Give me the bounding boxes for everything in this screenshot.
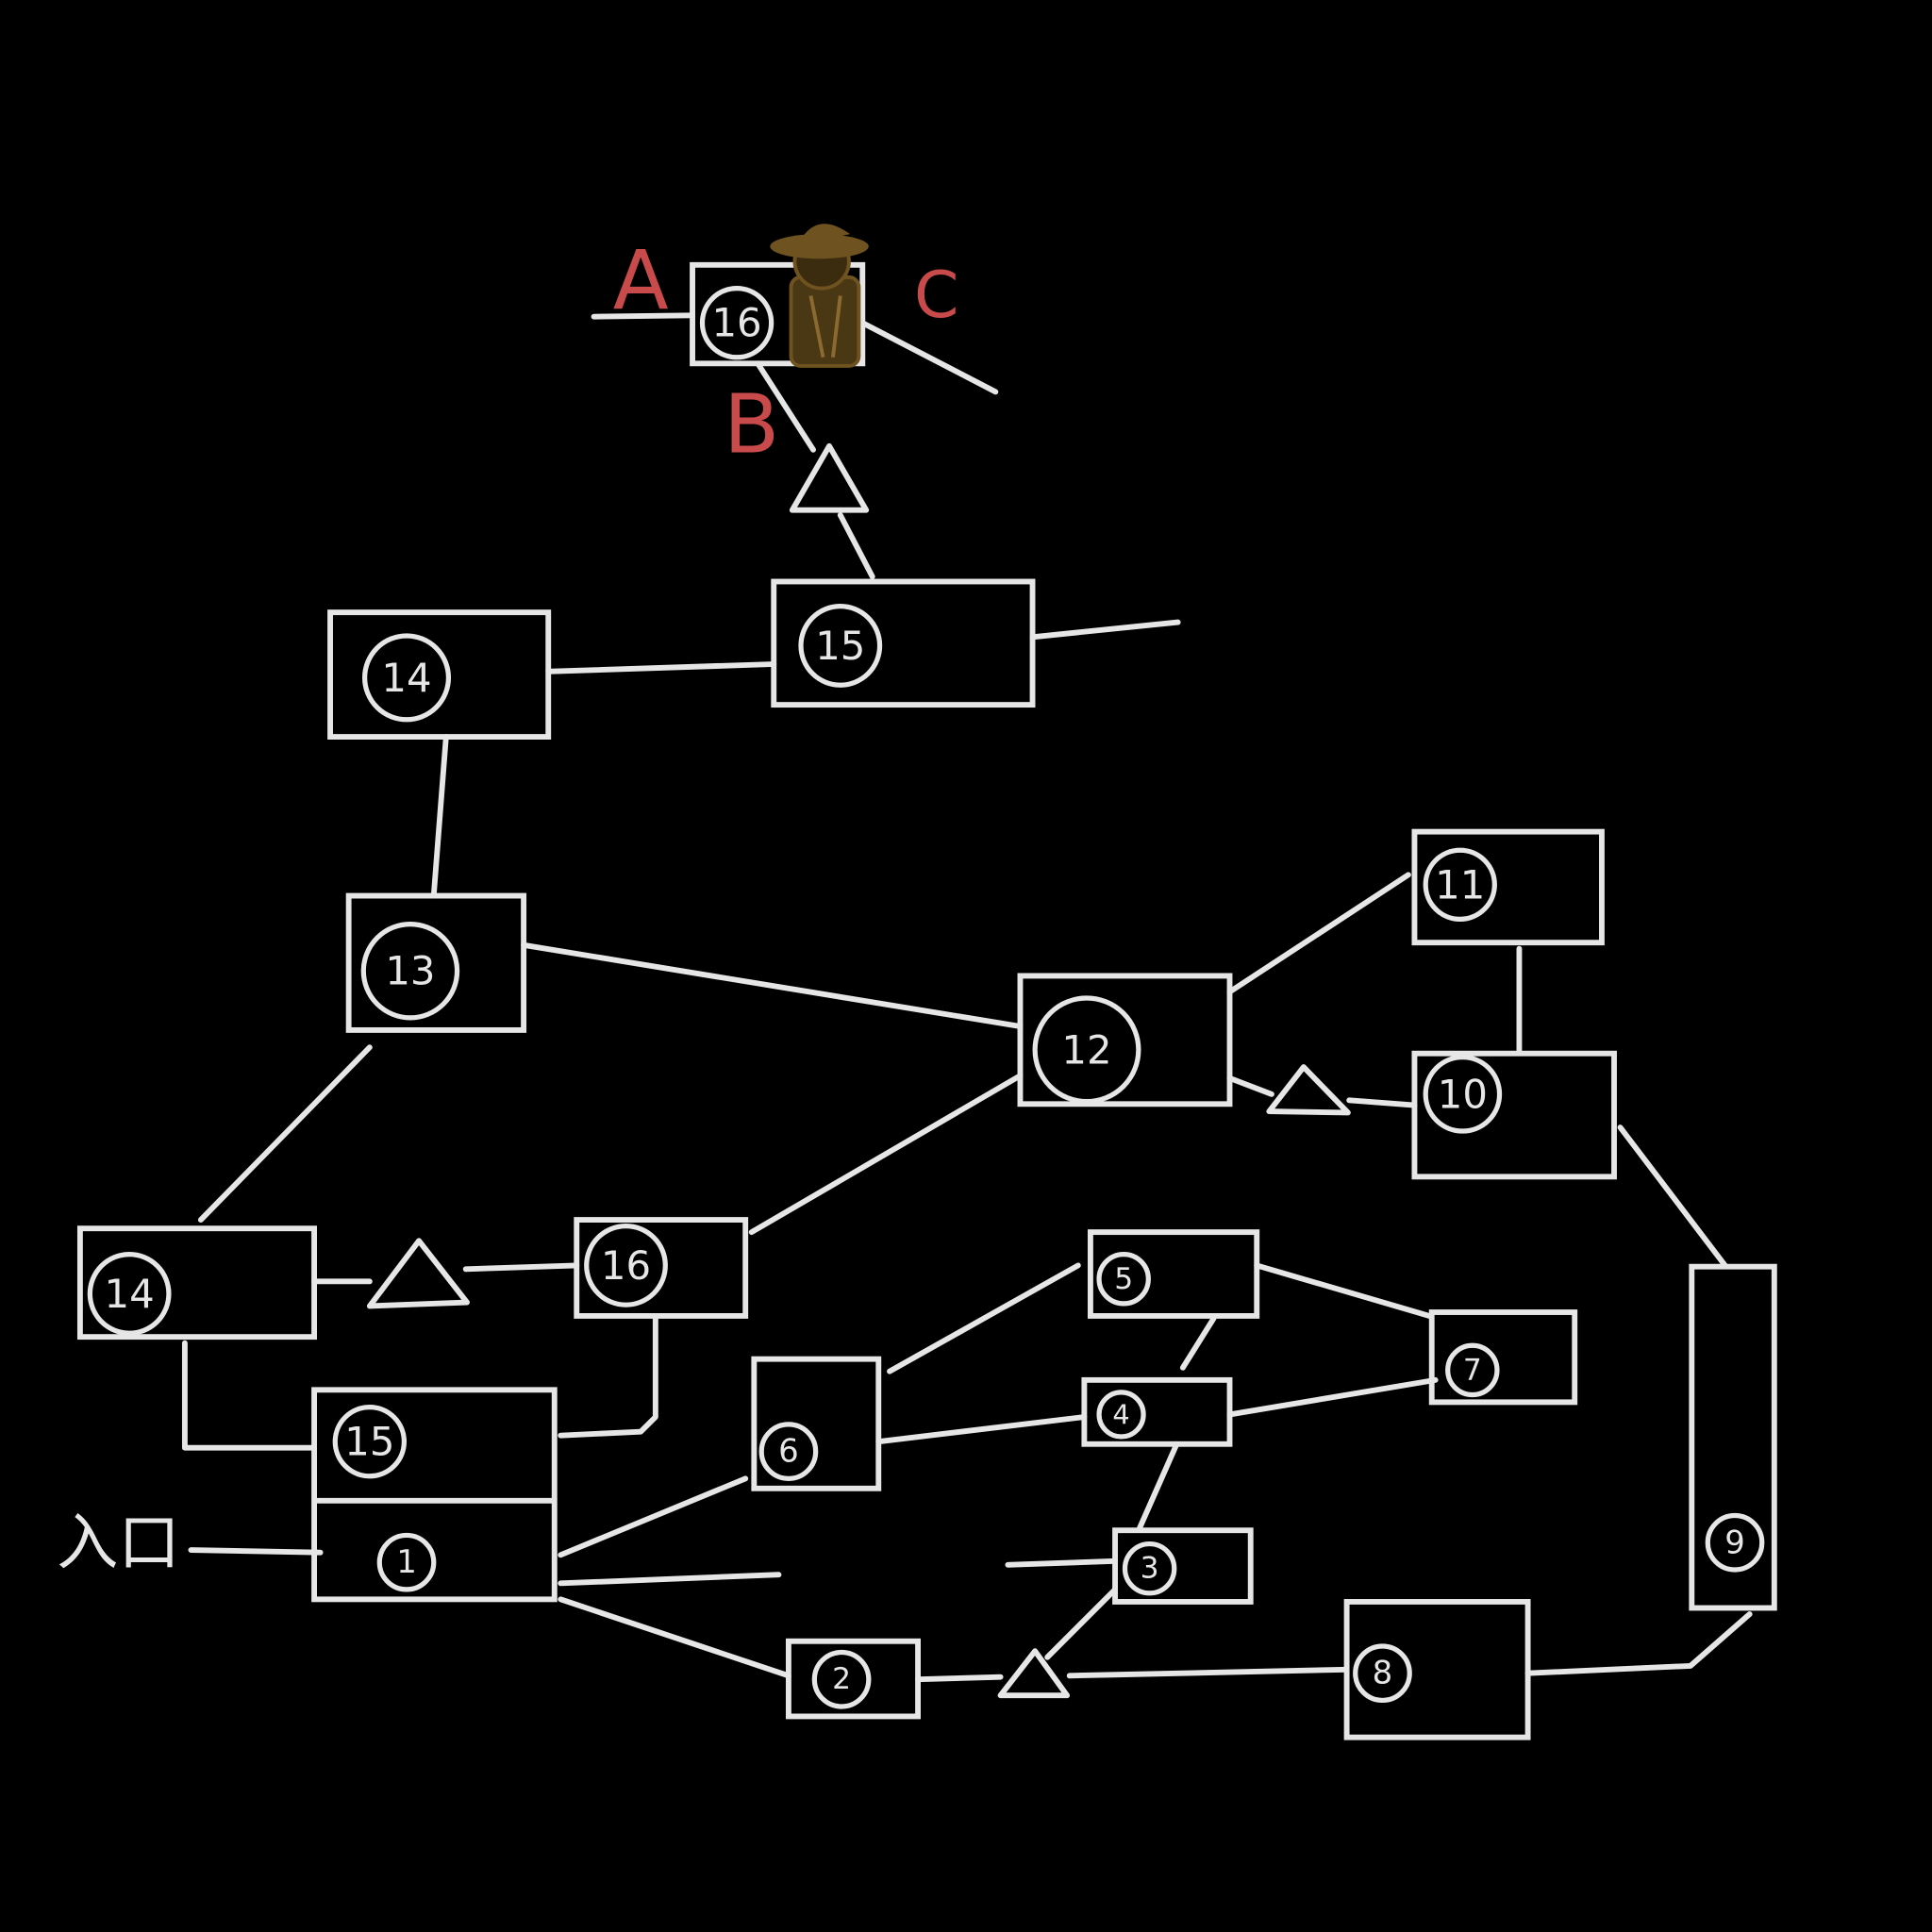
room4-room7-line	[1226, 1376, 1439, 1418]
room-number: 15	[815, 623, 865, 669]
room-12[interactable]: 12	[1017, 973, 1233, 1108]
room-number: 8	[1373, 1655, 1393, 1692]
room3-west-line	[1005, 1557, 1118, 1568]
room-number: 12	[1061, 1026, 1111, 1073]
room6-room4-line	[875, 1414, 1088, 1445]
room-number: 3	[1141, 1552, 1159, 1586]
room-number: 11	[1435, 861, 1485, 908]
room4-room5-line	[1179, 1315, 1217, 1371]
room14-room15-low-line	[181, 1340, 317, 1451]
cowboy-character-icon	[770, 224, 869, 368]
room5-room7-line	[1254, 1262, 1433, 1319]
triangle-marker	[1266, 1064, 1351, 1116]
room8-room2-line	[915, 1666, 1350, 1683]
room-number: 10	[1438, 1071, 1488, 1117]
room-number: 14	[105, 1271, 155, 1317]
room13-room14-line	[197, 1044, 373, 1223]
room-number: 6	[778, 1433, 799, 1471]
room-2[interactable]: 2	[785, 1638, 921, 1720]
triangle-markers	[366, 442, 1351, 1699]
room-number: 4	[1112, 1398, 1129, 1430]
room14-room13-line	[430, 734, 449, 899]
room-number: 16	[601, 1242, 651, 1289]
room-number: 14	[381, 655, 431, 701]
room-number: 13	[385, 948, 435, 994]
room-5[interactable]: 5	[1087, 1229, 1260, 1319]
room16-room15-low-line	[558, 1312, 658, 1439]
room-number: 15	[344, 1419, 394, 1465]
room-number: 7	[1463, 1353, 1482, 1387]
room9-room8-line	[1524, 1611, 1753, 1676]
path-label-b: B	[724, 378, 779, 473]
room12-room11-line	[1226, 872, 1411, 995]
room1-room2-line	[558, 1596, 791, 1679]
room14-room15-line	[545, 661, 777, 675]
room-11[interactable]: 11	[1411, 828, 1605, 946]
path-a-line	[591, 312, 695, 320]
room12-room10-line	[1226, 1074, 1418, 1108]
room-number: 1	[396, 1543, 417, 1581]
path-b-line	[755, 360, 875, 580]
room16-room14-line	[311, 1262, 580, 1285]
room-15-1-block[interactable]: 15 1	[311, 1387, 558, 1603]
room-6[interactable]: 6	[751, 1356, 882, 1491]
room-4[interactable]: 4	[1081, 1376, 1233, 1447]
room10-room9-line	[1617, 1124, 1728, 1269]
room-3[interactable]: 3	[1112, 1527, 1254, 1605]
room-number: 2	[832, 1662, 851, 1696]
room1-east-line	[558, 1572, 782, 1587]
room12-room16-line	[748, 1073, 1024, 1236]
room6-room5-line	[887, 1262, 1081, 1374]
room-8[interactable]: 8	[1343, 1599, 1531, 1740]
path-label-c: C	[914, 258, 958, 333]
room3-junction-line	[1044, 1586, 1118, 1660]
connections	[181, 312, 1753, 1683]
room-7[interactable]: 7	[1428, 1309, 1578, 1406]
room-15-top[interactable]: 15	[771, 578, 1036, 708]
triangle-marker	[997, 1648, 1071, 1699]
room-16-top[interactable]: 16	[690, 261, 866, 367]
entrance-line	[188, 1547, 324, 1556]
room-14-top[interactable]: 14	[327, 609, 552, 740]
triangle-marker	[789, 442, 870, 513]
room-9[interactable]: 9	[1689, 1263, 1777, 1611]
room1-room6-line	[558, 1475, 749, 1558]
room-number: 5	[1114, 1262, 1133, 1296]
room-10[interactable]: 10	[1411, 1050, 1617, 1180]
room-13[interactable]: 13	[345, 892, 527, 1033]
path-c-line	[859, 320, 999, 395]
room13-room12-line	[521, 941, 1024, 1029]
path-label-a: A	[613, 234, 669, 328]
triangle-marker	[366, 1238, 470, 1309]
room-16-lower[interactable]: 16	[574, 1217, 749, 1319]
room15-east-line	[1029, 619, 1181, 641]
entrance-label: 入口	[57, 1507, 180, 1578]
room-number: 16	[711, 300, 761, 346]
room3-room4-line	[1137, 1441, 1180, 1531]
room-number: 9	[1724, 1524, 1745, 1561]
room-14-lower[interactable]: 14	[76, 1225, 317, 1341]
